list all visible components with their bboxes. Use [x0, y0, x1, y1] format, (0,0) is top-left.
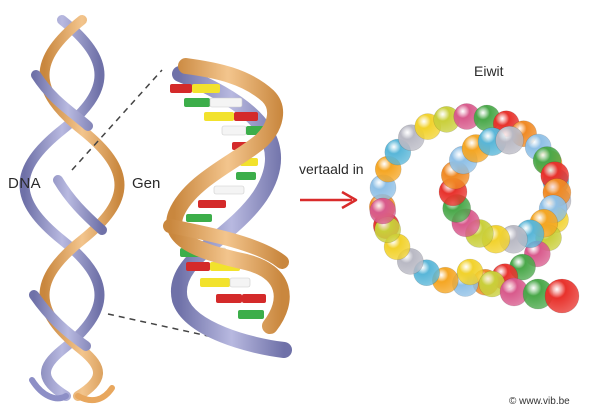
protein-bead-chain — [368, 103, 580, 314]
translation-arrow — [300, 190, 358, 210]
dna-strand-blue-front — [29, 70, 107, 351]
dna-label: DNA — [8, 175, 42, 192]
translated-label: vertaald in — [299, 161, 364, 177]
arrow-head — [341, 190, 358, 210]
gen-label: Gen — [132, 175, 161, 192]
gene-strand-front-lower — [163, 219, 289, 269]
protein-bead — [456, 258, 484, 286]
credit-label: © www.vib.be — [509, 396, 570, 407]
dna-tail — [29, 377, 69, 402]
protein-label: Eiwit — [474, 63, 504, 79]
zoom-line-top — [71, 69, 163, 171]
gene-helix — [163, 58, 292, 358]
protein-bead — [495, 125, 524, 155]
protein-bead — [544, 278, 580, 314]
dna-strand-blue — [19, 15, 105, 401]
gene-strand-front — [166, 58, 290, 334]
dna-helix — [19, 15, 125, 404]
dna-tail-2 — [75, 385, 115, 404]
protein-bead — [369, 197, 397, 225]
